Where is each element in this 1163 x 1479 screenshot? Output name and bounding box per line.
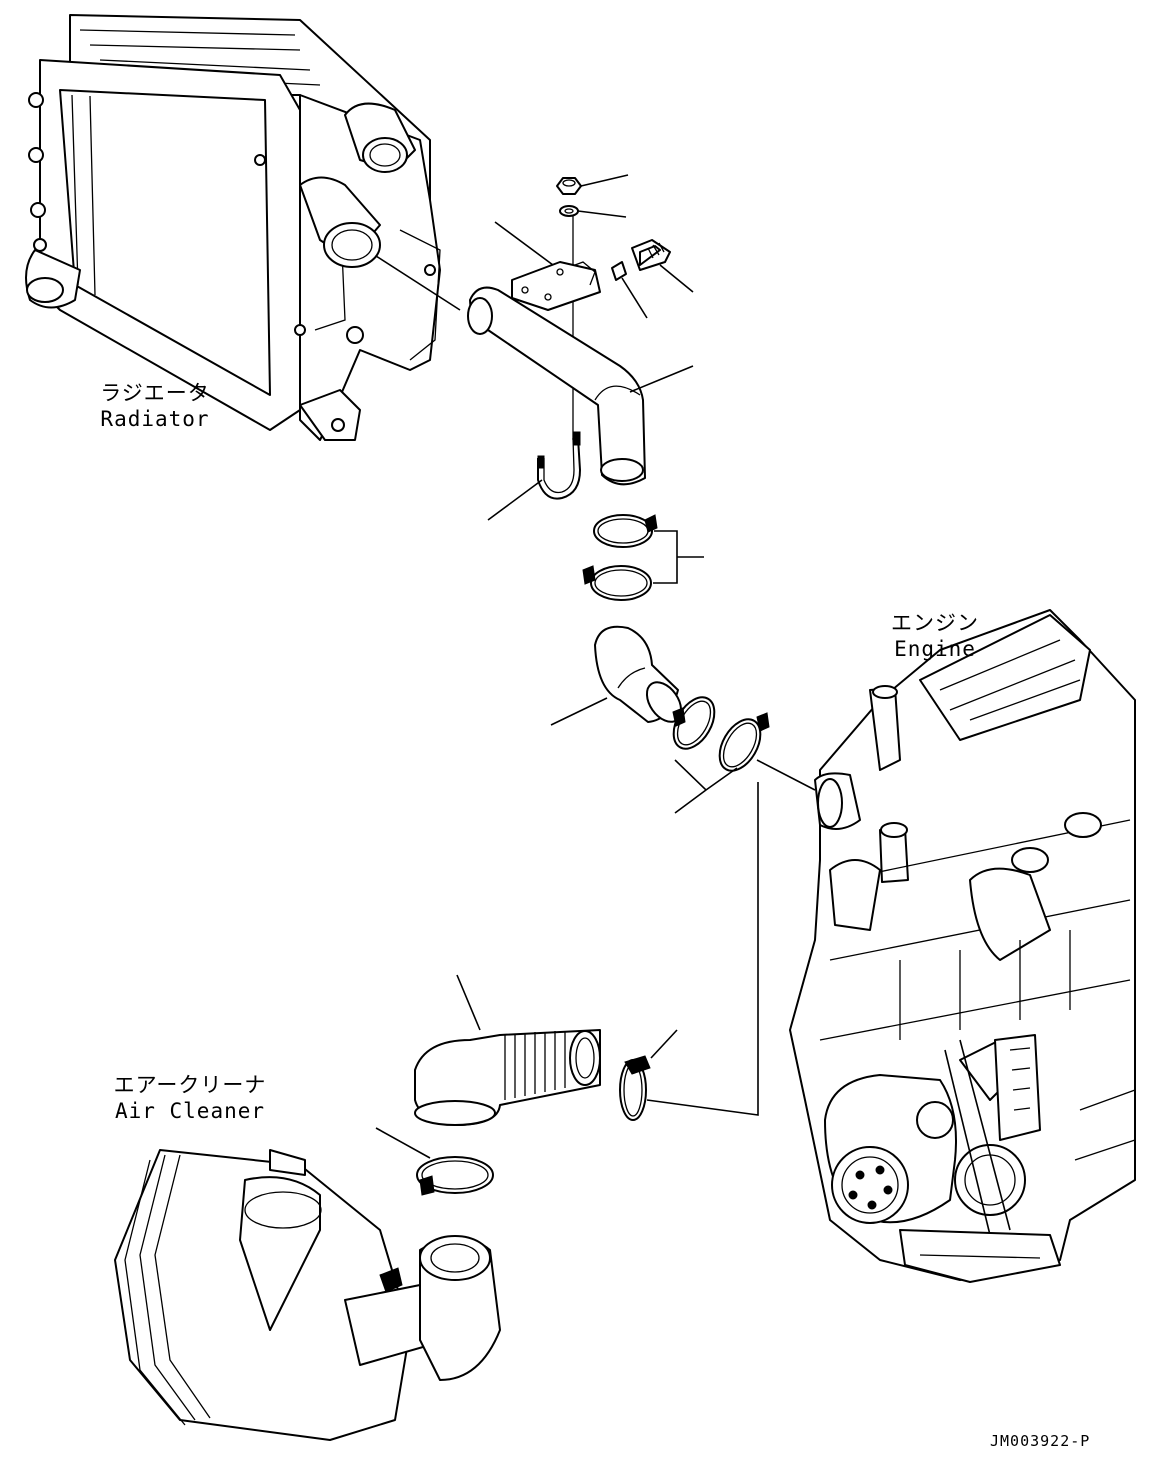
- air-cleaner-label-jp: エアークリーナ: [113, 1073, 267, 1097]
- air-cleaner-label: エアークリーナ Air Cleaner: [105, 1072, 275, 1124]
- drawing-code: JM003922-P: [990, 1432, 1091, 1450]
- air-cleaner-assembly: [115, 1030, 650, 1440]
- engine-label-jp: エンジン: [891, 611, 979, 635]
- radiator-label-en: Radiator: [100, 407, 210, 431]
- engine-label-en: Engine: [894, 637, 976, 661]
- radiator-assembly: [26, 15, 440, 440]
- leader-lines: [376, 175, 815, 1158]
- engine-assembly: [790, 610, 1135, 1282]
- radiator-label: ラジエータ Radiator: [90, 380, 220, 432]
- engine-label: エンジン Engine: [880, 610, 990, 662]
- air-cleaner-label-en: Air Cleaner: [114, 1099, 266, 1123]
- intake-pipe-assembly: [468, 178, 769, 778]
- radiator-label-jp: ラジエータ: [100, 381, 210, 405]
